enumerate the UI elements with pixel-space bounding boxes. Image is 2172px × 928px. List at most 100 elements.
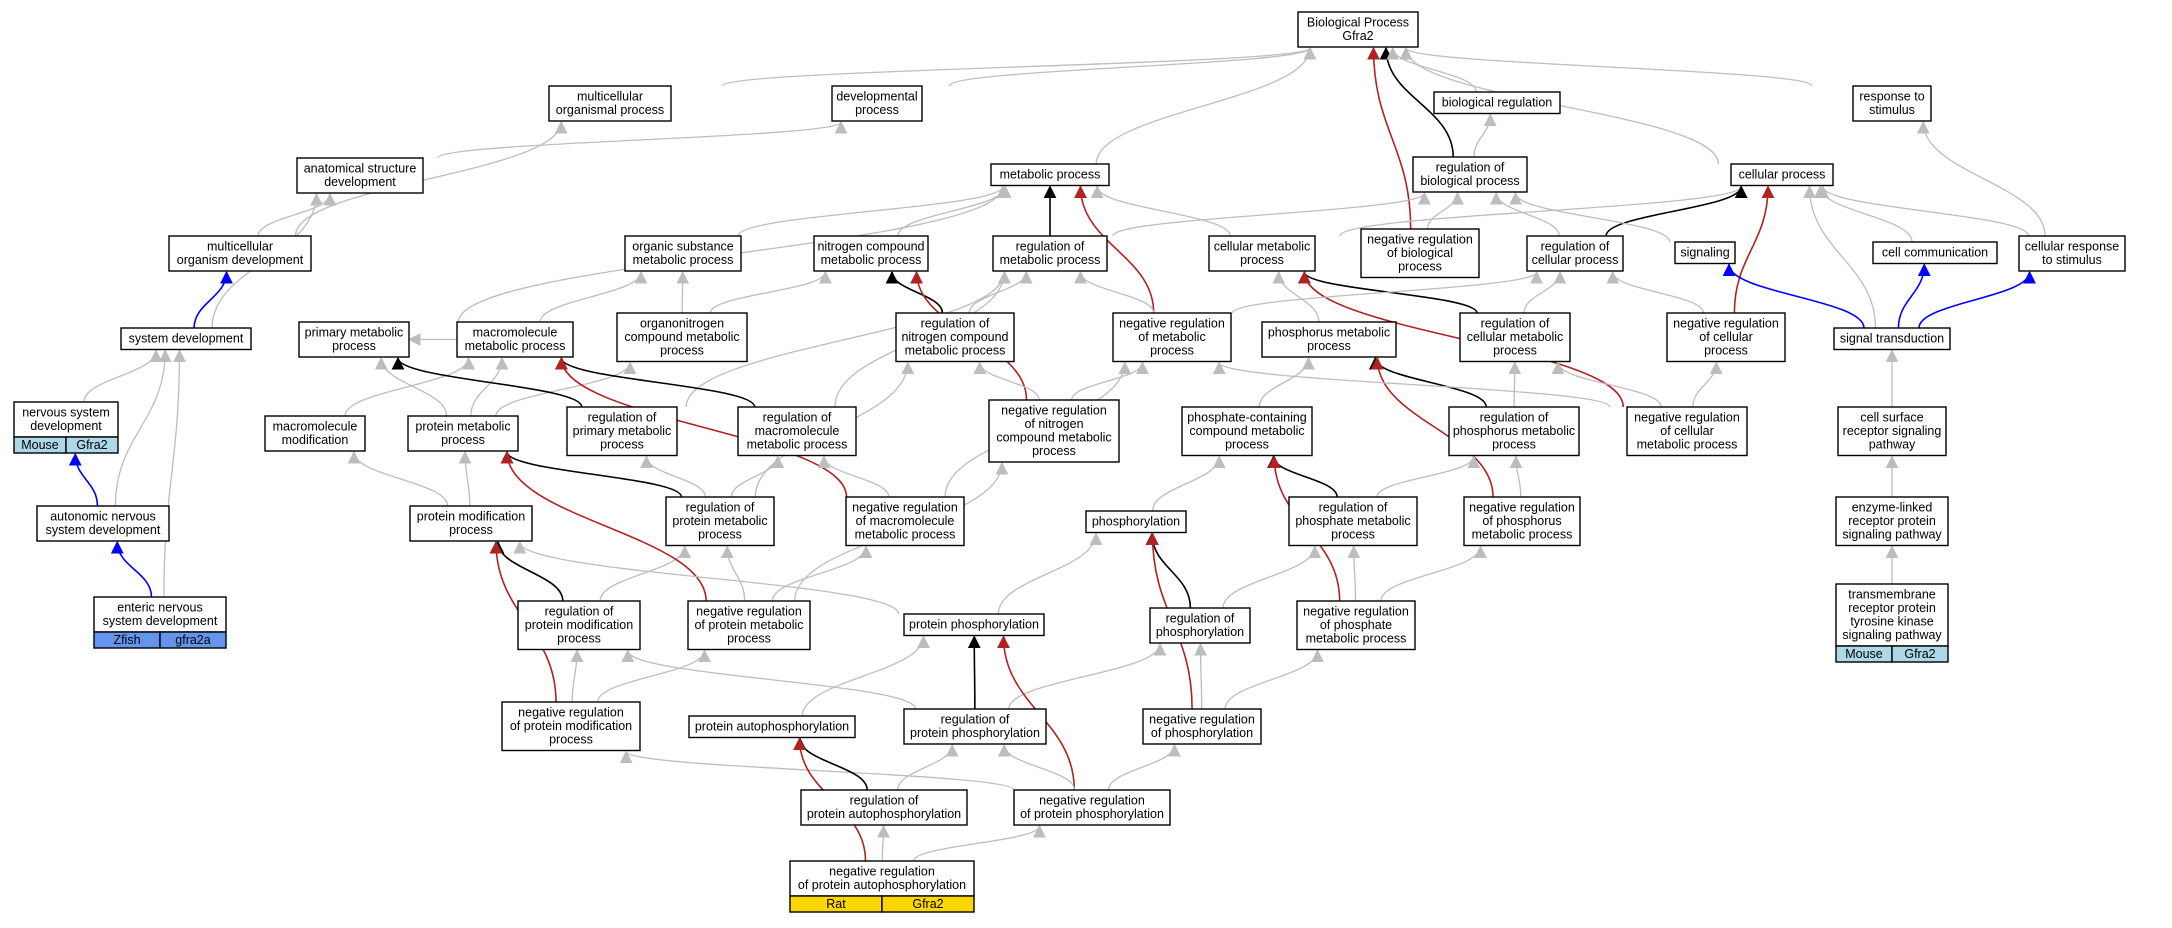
edge-is-a <box>709 270 832 314</box>
node-label: transmembrane <box>1848 588 1936 602</box>
go-term-node-sigtrans[interactable]: signal transduction <box>1833 327 1951 351</box>
node-box <box>800 789 968 826</box>
node-label: macromolecule <box>755 424 840 438</box>
node-label: system development <box>103 614 218 628</box>
node-label: regulation of <box>1436 161 1505 175</box>
go-term-node-sysdev[interactable]: system development <box>120 327 252 351</box>
node-box <box>1626 406 1748 457</box>
edge-is-a <box>1152 455 1226 512</box>
edge-is-a <box>294 120 568 237</box>
edge-is-a <box>163 349 186 598</box>
node-box <box>1872 241 1998 265</box>
go-term-node-phosphorylation[interactable]: phosphorylation <box>1085 510 1187 534</box>
node-label: of protein modification <box>510 719 632 733</box>
node-label: metabolic process <box>1000 168 1101 182</box>
node-box <box>1297 11 1419 48</box>
go-term-node-protphos[interactable]: protein phosphorylation <box>903 613 1045 637</box>
go-term-node-protautophos[interactable]: protein autophosphorylation <box>688 715 856 739</box>
go-term-node-metabolic[interactable]: metabolic process <box>990 163 1110 187</box>
go-term-node-cellcomm[interactable]: cell communication <box>1872 241 1998 265</box>
edge-is-a <box>1399 46 1720 165</box>
node-label: Biological Process <box>1307 16 1409 30</box>
gene-cell <box>881 895 975 913</box>
edge-positively-regulates <box>68 452 99 507</box>
node-label: negative regulation <box>1001 404 1107 418</box>
node-box <box>1296 600 1416 651</box>
edge-is-a <box>1071 361 1149 401</box>
node-box <box>93 596 227 633</box>
edge-is-a <box>599 545 692 602</box>
node-box <box>566 406 678 457</box>
edge-is-a <box>597 649 711 703</box>
edge-is-a <box>1222 545 1322 609</box>
node-label: metabolic process <box>821 253 922 267</box>
edge-is-a <box>1399 46 1813 87</box>
go-term-node-bioreg[interactable]: biological regulation <box>1433 91 1561 115</box>
node-label: anatomical structure <box>304 162 417 176</box>
node-label: regulation of <box>545 605 614 619</box>
node-label: process <box>698 528 742 542</box>
node-label: of protein autophosphorylation <box>798 878 966 892</box>
node-label: process <box>1331 528 1375 542</box>
go-term-node-cellular[interactable]: cellular process <box>1730 163 1834 187</box>
edge-positively-regulates <box>110 540 153 598</box>
node-box <box>1085 510 1187 534</box>
node-label: process <box>1225 438 1269 452</box>
edge-negatively-regulates <box>1074 185 1155 314</box>
node-label: to stimulus <box>2042 253 2102 267</box>
edge-is-a <box>1473 113 1497 158</box>
go-term-node-signaling[interactable]: signaling <box>1674 241 1736 265</box>
